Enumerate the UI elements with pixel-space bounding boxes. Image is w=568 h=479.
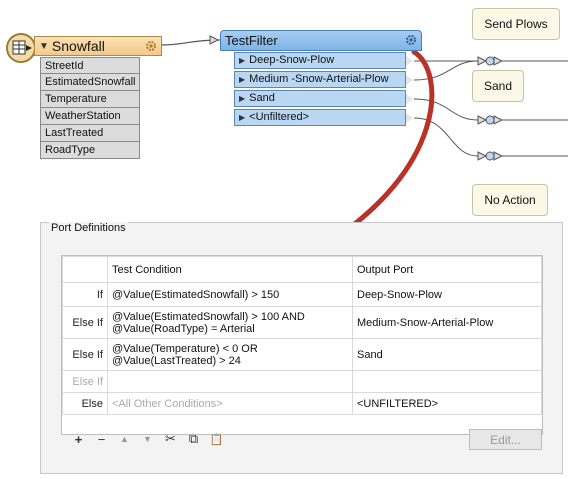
output-port-sand[interactable]: ▶Sand (234, 90, 413, 107)
move-up-icon[interactable]: ▲ (120, 434, 129, 444)
row-label: Else If (62, 370, 108, 393)
callout-no-action[interactable]: No Action (472, 184, 548, 216)
attribute-item[interactable]: LastTreated (40, 125, 140, 142)
remove-row-icon[interactable]: − (97, 431, 106, 447)
reader-node-header[interactable]: ▼ Snowfall (34, 36, 162, 56)
workspace-canvas[interactable]: ▼ Snowfall StreetId EstimatedSnowfall Te… (0, 0, 568, 262)
condition-cell[interactable]: @Value(EstimatedSnowfall) > 150 (107, 282, 353, 307)
collapse-icon[interactable]: ▼ (39, 40, 49, 52)
row-label: Else If (62, 306, 108, 339)
table-row[interactable]: Else If @Value(Temperature) < 0 OR@Value… (62, 338, 542, 371)
move-down-icon[interactable]: ▼ (143, 434, 152, 444)
output-port-cell[interactable]: Sand (352, 338, 542, 371)
table-row[interactable]: If @Value(EstimatedSnowfall) > 150 Deep-… (62, 282, 542, 307)
junction-2[interactable] (477, 115, 504, 125)
paste-icon[interactable]: 📋 (209, 433, 224, 446)
output-port-cell[interactable]: Deep-Snow-Plow (352, 282, 542, 307)
junction-3[interactable] (477, 151, 504, 161)
output-port-unfiltered[interactable]: ▶<Unfiltered> (234, 109, 413, 126)
port-definitions-panel: Port Definitions Test Condition Output P… (40, 222, 563, 474)
output-port-cell[interactable] (352, 370, 542, 393)
table-row[interactable]: Else If @Value(EstimatedSnowfall) > 100 … (62, 306, 542, 339)
port-arrow-icon[interactable] (406, 94, 413, 104)
attribute-item[interactable]: StreetId (40, 57, 140, 74)
reader-title: Snowfall (51, 38, 105, 54)
cut-icon[interactable]: ✂ (165, 431, 176, 446)
attribute-item[interactable]: WeatherStation (40, 108, 140, 125)
column-header-condition: Test Condition (107, 256, 353, 283)
output-port-cell[interactable]: Medium-Snow-Arterial-Plow (352, 306, 542, 339)
edit-button[interactable]: Edit... (469, 429, 542, 450)
panel-title: Port Definitions (49, 222, 128, 234)
condition-cell[interactable] (107, 370, 353, 393)
column-header-output-port: Output Port (352, 256, 542, 283)
testfilter-title: TestFilter (225, 33, 278, 48)
table-row[interactable]: Else <All Other Conditions> <UNFILTERED> (62, 392, 542, 415)
port-definitions-table: Test Condition Output Port If @Value(Est… (61, 255, 543, 435)
output-port-medium-snow-arterial-plow[interactable]: ▶Medium -Snow-Arterial-Plow (234, 71, 413, 88)
row-label: Else (62, 392, 108, 415)
add-row-icon[interactable]: + (74, 431, 83, 447)
attribute-item[interactable]: RoadType (40, 142, 140, 159)
callout-send-plows[interactable]: Send Plows (472, 8, 560, 40)
output-port-cell[interactable]: <UNFILTERED> (352, 392, 542, 415)
row-label: Else If (62, 338, 108, 371)
output-port-deep-snow-plow[interactable]: ▶Deep-Snow-Plow (234, 52, 413, 69)
copy-icon[interactable]: ⧉ (188, 431, 199, 446)
attribute-list: StreetId EstimatedSnowfall Temperature W… (40, 57, 140, 159)
condition-cell[interactable]: @Value(Temperature) < 0 OR@Value(LastTre… (107, 338, 353, 371)
gear-icon[interactable] (404, 33, 418, 47)
port-arrow-icon[interactable] (406, 75, 413, 85)
row-label-header (62, 256, 108, 283)
testfilter-ports: ▶Deep-Snow-Plow ▶Medium -Snow-Arterial-P… (234, 52, 413, 128)
condition-cell[interactable]: @Value(EstimatedSnowfall) > 100 AND@Valu… (107, 306, 353, 339)
attribute-item[interactable]: Temperature (40, 91, 140, 108)
condition-cell[interactable]: <All Other Conditions> (107, 392, 353, 415)
table-header-row: Test Condition Output Port (62, 256, 542, 283)
table-row[interactable]: Else If (62, 370, 542, 393)
row-label: If (62, 282, 108, 307)
attribute-item[interactable]: EstimatedSnowfall (40, 74, 140, 91)
reader-icon[interactable] (6, 33, 36, 63)
port-arrow-icon[interactable] (406, 56, 413, 66)
gear-icon[interactable] (144, 39, 158, 53)
table-toolbar: + − ▲ ▼ ✂ ⧉ 📋 (67, 430, 228, 448)
testfilter-node-header[interactable]: TestFilter (220, 30, 422, 51)
callout-sand[interactable]: Sand (472, 70, 524, 102)
port-arrow-icon[interactable] (406, 113, 413, 123)
junction-1[interactable] (477, 56, 504, 66)
